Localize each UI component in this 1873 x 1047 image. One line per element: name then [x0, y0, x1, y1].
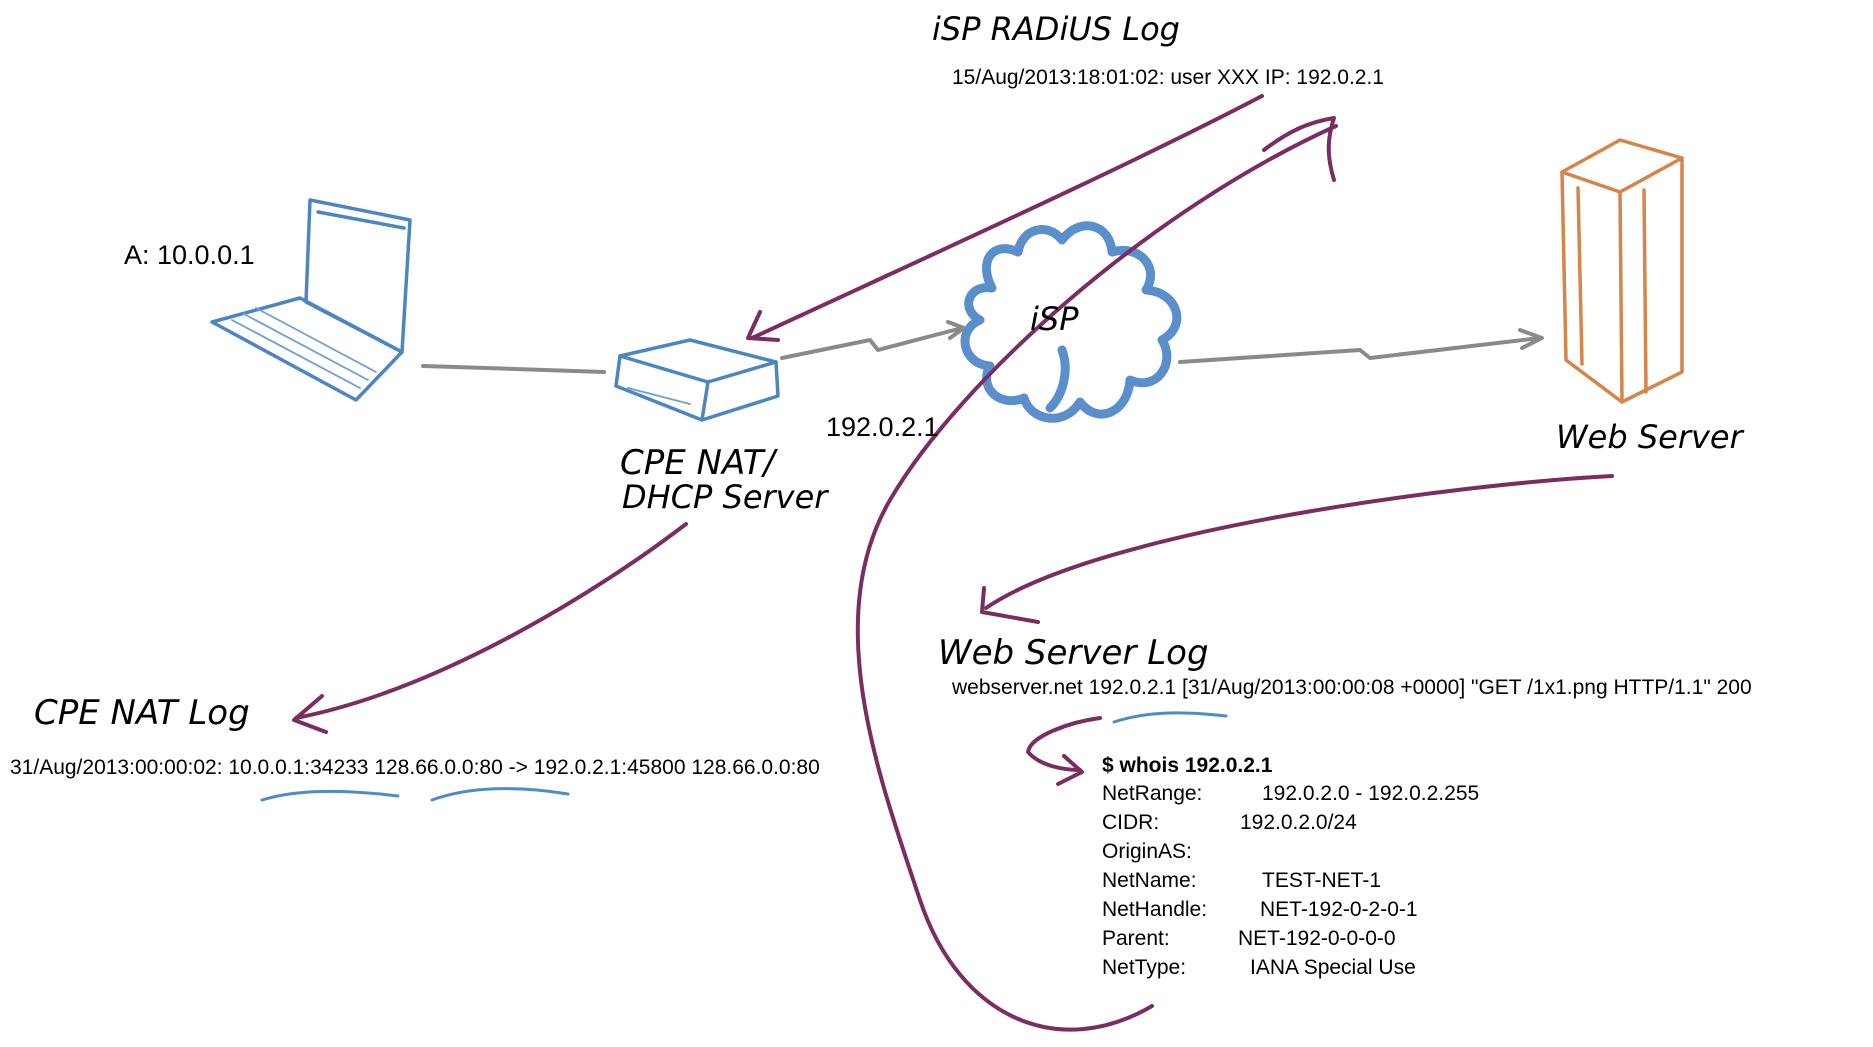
cloud-icon [960, 221, 1182, 423]
whois-key: CIDR: [1102, 811, 1159, 834]
whois-output: $ whois 192.0.2.1 NetRange: 192.0.2.0 - … [1102, 754, 1479, 979]
whois-key: OriginAS: [1102, 840, 1192, 863]
whois-value: NET-192-0-2-0-1 [1260, 898, 1418, 921]
log-arrows [292, 94, 1614, 1032]
whois-key: Parent: [1102, 927, 1170, 950]
link-laptop-to-cpe [421, 364, 606, 374]
whois-key: NetRange: [1102, 782, 1202, 805]
whois-value: TEST-NET-1 [1262, 869, 1381, 892]
web-server-log-title: Web Server Log [938, 633, 1209, 673]
isp-radius-log-title: iSP RADiUS Log [932, 10, 1180, 48]
arrowhead-at-natlog [292, 694, 328, 734]
arrow-cpe-to-natlog [294, 522, 688, 720]
whois-key: NetName: [1102, 869, 1197, 892]
arrowhead-at-weblog [980, 586, 1040, 624]
cpe-label-line1: CPE NAT/ [620, 443, 779, 483]
isp-radius-log-entry: 15/Aug/2013:18:01:02: user XXX IP: 192.0… [952, 66, 1384, 89]
web-server-label: Web Server [1556, 418, 1745, 456]
router-icon [614, 338, 780, 422]
link-isp-to-webserver [1178, 336, 1542, 364]
link-cpe-to-isp [780, 326, 964, 360]
link-arrowhead-isp [946, 320, 966, 340]
arrow-whois-to-radius [855, 124, 1338, 1032]
laptop-icon [210, 198, 412, 402]
whois-value: NET-192-0-0-0-0 [1238, 927, 1396, 950]
cpe-label-line2: DHCP Server [622, 478, 829, 516]
underline-weblog-ip [1112, 711, 1228, 724]
link-arrowhead-webserver [1518, 328, 1544, 350]
whois-key: NetType: [1102, 956, 1186, 979]
arrowhead-at-radius [1262, 116, 1336, 182]
network-links [421, 320, 1544, 374]
whois-value: 192.0.2.0/24 [1240, 811, 1357, 834]
underlines [260, 711, 1228, 802]
underline-private-src [260, 789, 400, 802]
arrow-weblog-to-whois [1026, 716, 1102, 772]
arrow-radius-to-cpe [750, 94, 1264, 340]
arrowhead-at-whois [1056, 754, 1084, 786]
whois-value: 192.0.2.0 - 192.0.2.255 [1262, 782, 1479, 805]
server-icon [1560, 138, 1684, 404]
isp-cloud-label: iSP [1030, 300, 1079, 338]
arrowhead-at-cpe [746, 310, 780, 342]
whois-command: $ whois 192.0.2.1 [1102, 754, 1273, 777]
arrow-webserver-to-weblog [984, 474, 1614, 610]
cpe-nat-log-title: CPE NAT Log [34, 693, 250, 733]
laptop-label: A: 10.0.0.1 [124, 240, 255, 270]
public-ip-label: 192.0.2.1 [826, 412, 939, 442]
whois-key: NetHandle: [1102, 898, 1207, 921]
whois-value: IANA Special Use [1250, 956, 1416, 979]
underline-dest [430, 787, 570, 802]
web-server-log-entry: webserver.net 192.0.2.1 [31/Aug/2013:00:… [951, 676, 1752, 699]
cpe-nat-log-entry: 31/Aug/2013:00:00:02: 10.0.0.1:34233 128… [10, 756, 820, 779]
